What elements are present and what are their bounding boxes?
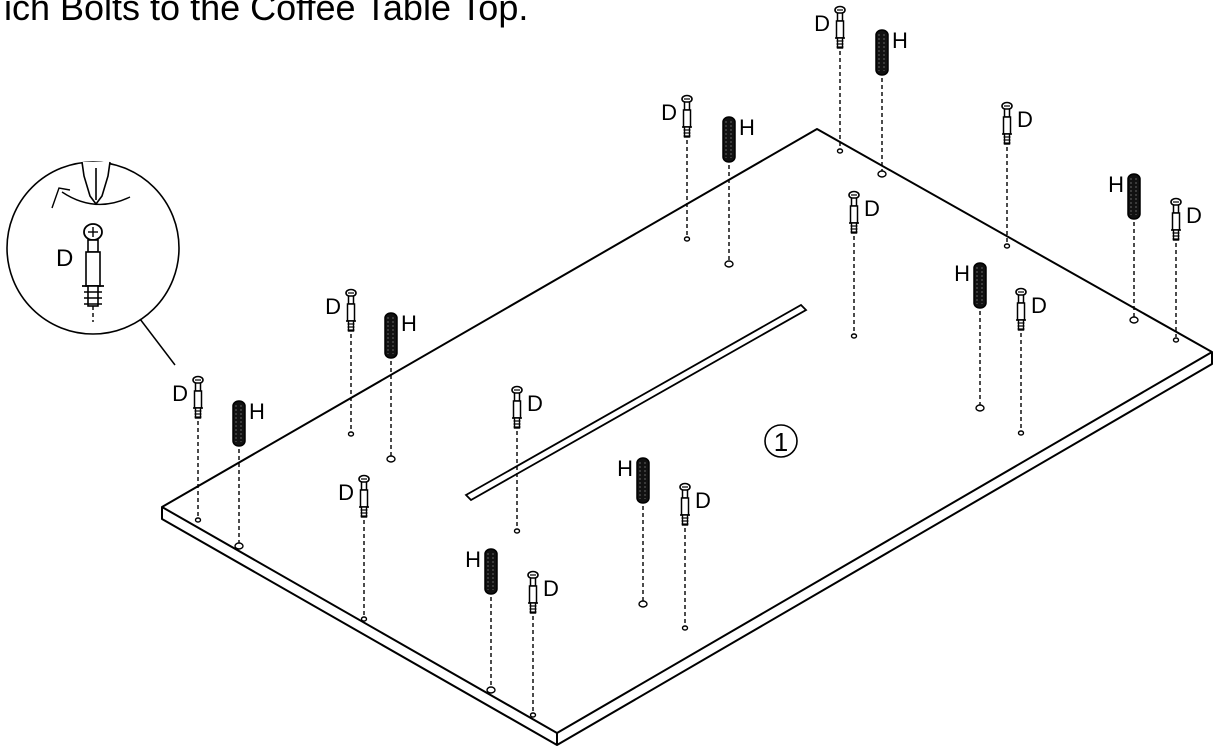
bolt-label: D: [325, 294, 341, 319]
drill-hole: [850, 333, 858, 339]
bolt-label: D: [1031, 293, 1047, 318]
rotation-arrow-icon: [51, 187, 131, 209]
panel-number: 1: [774, 427, 788, 457]
drill-hole: [975, 404, 985, 412]
dowel-label: H: [465, 547, 481, 572]
bolt-label: D: [661, 100, 677, 125]
bolt-label: D: [1017, 107, 1033, 132]
dowel-label: H: [1108, 172, 1124, 197]
dowel-icon: [973, 262, 987, 309]
dowel-icon: [484, 548, 498, 595]
dowel-assembly: H: [384, 311, 417, 463]
bolt-icon: [681, 94, 693, 138]
dowel-label: H: [617, 456, 633, 481]
hardware-layer: D H D H D H D D H D D H D H D D H D H D: [172, 5, 1202, 718]
bolt-assembly: D: [1015, 287, 1047, 436]
dowel-assembly: H: [722, 115, 755, 268]
bolt-label: D: [695, 488, 711, 513]
detail-inset: D: [6, 161, 180, 366]
dowel-assembly: H: [617, 456, 650, 608]
bolt-assembly: D: [527, 570, 559, 718]
drill-hole: [194, 517, 202, 523]
dowel-icon: [636, 457, 650, 504]
center-groove: [464, 303, 808, 502]
drill-hole: [724, 260, 734, 268]
drill-hole: [681, 625, 689, 631]
detail-inset-label: D: [56, 245, 73, 272]
bolt-assembly: D: [848, 190, 880, 339]
bolt-assembly: D: [1001, 101, 1033, 249]
dowel-icon: [232, 400, 246, 447]
drill-hole: [683, 236, 691, 242]
dowel-label: H: [401, 311, 417, 336]
drill-hole: [513, 528, 521, 534]
instruction-caption: ich Bolts to the Coffee Table Top.: [4, 0, 529, 28]
bolt-label: D: [864, 196, 880, 221]
bolt-icon: [834, 5, 846, 49]
bolt-label: D: [172, 381, 188, 406]
dowel-label: H: [249, 399, 265, 424]
panel-number-badge: 1: [764, 424, 798, 458]
dowel-label: H: [739, 115, 755, 140]
bolt-assembly: D: [1170, 197, 1202, 343]
bolt-icon: [1001, 101, 1013, 145]
drill-hole: [347, 431, 355, 437]
table-top-panel: [161, 128, 1213, 746]
bolt-icon: [82, 223, 104, 322]
drill-hole: [360, 616, 368, 622]
drill-hole: [1003, 243, 1011, 249]
dowel-assembly: H: [954, 261, 987, 412]
drill-hole: [836, 148, 844, 154]
bolt-assembly: D: [661, 94, 693, 242]
bolt-label: D: [543, 576, 559, 601]
dowel-assembly: H: [875, 28, 908, 178]
bolt-assembly: D: [814, 5, 846, 154]
drill-hole: [386, 455, 396, 463]
drill-hole: [1129, 316, 1139, 324]
drill-hole: [234, 542, 244, 550]
dowel-assembly: H: [1108, 172, 1141, 324]
drill-hole: [486, 686, 496, 694]
dowel-label: H: [892, 28, 908, 53]
dowel-icon: [875, 29, 889, 76]
bolt-label: D: [814, 11, 830, 36]
bolt-assembly: D: [338, 474, 370, 622]
bolt-icon: [1170, 197, 1182, 241]
bolt-assembly: D: [325, 288, 357, 437]
dowel-assembly: H: [465, 547, 498, 694]
bolt-icon: [192, 375, 204, 419]
drill-hole: [1172, 337, 1180, 343]
dowel-assembly: H: [232, 399, 265, 550]
dowel-label: H: [954, 261, 970, 286]
drill-hole: [638, 600, 648, 608]
dowel-icon: [384, 312, 398, 359]
bolt-assembly: D: [679, 482, 711, 631]
bolt-label: D: [527, 391, 543, 416]
bolt-assembly: D: [172, 375, 204, 523]
drill-hole: [1017, 430, 1025, 436]
dowel-icon: [722, 116, 736, 163]
drill-hole: [877, 170, 887, 178]
bolt-assembly: D: [511, 385, 543, 534]
bolt-label: D: [338, 480, 354, 505]
drill-hole: [529, 712, 537, 718]
bolt-label: D: [1186, 203, 1202, 228]
bolt-icon: [345, 288, 357, 332]
dowel-icon: [1127, 173, 1141, 220]
